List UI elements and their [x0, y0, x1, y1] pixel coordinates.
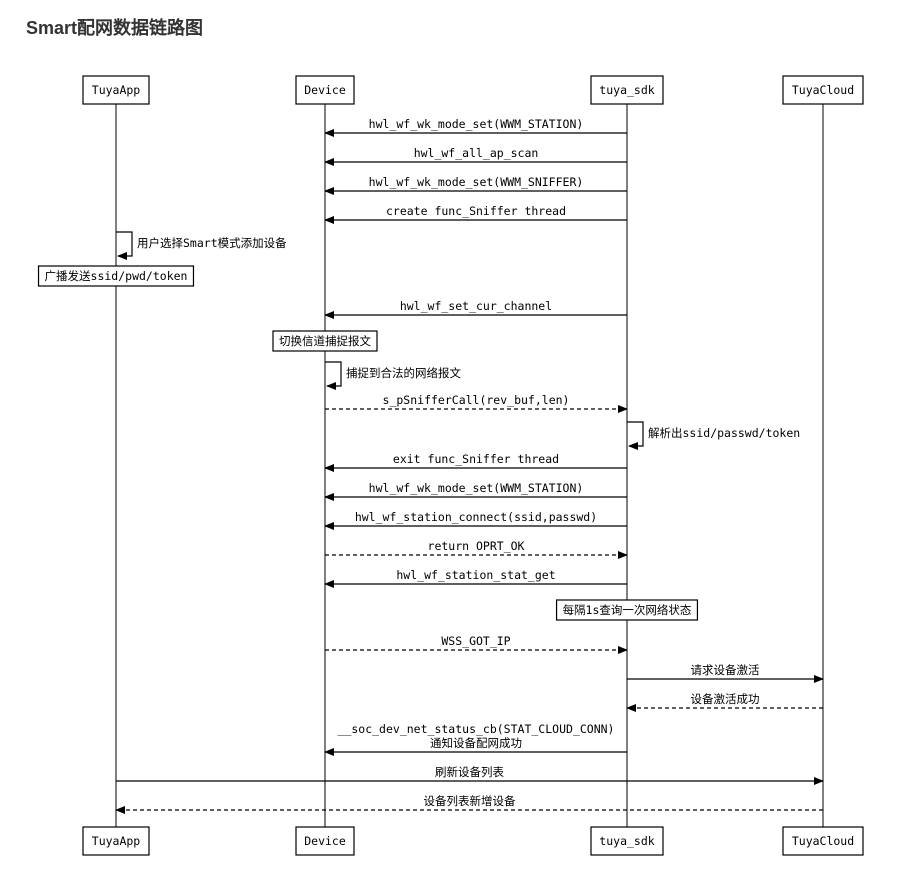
event-msg: WSS_GOT_IP	[325, 634, 628, 654]
event-msg: exit func_Sniffer thread	[324, 452, 627, 472]
message-label: create func_Sniffer thread	[386, 204, 566, 218]
event-msg: hwl_wf_wk_mode_set(WWM_STATION)	[324, 481, 627, 501]
event-note: 每隔1s查询一次网络状态	[555, 599, 699, 621]
participant-label: TuyaApp	[92, 834, 141, 848]
event-msg: hwl_wf_station_stat_get	[324, 568, 627, 588]
message-label: hwl_wf_wk_mode_set(WWM_SNIFFER)	[369, 175, 584, 189]
note-box	[555, 599, 699, 621]
note-text: 广播发送ssid/pwd/token	[45, 269, 188, 283]
note-box	[272, 330, 378, 352]
message-label: hwl_wf_all_ap_scan	[414, 146, 539, 160]
event-msg: 设备列表新增设备	[115, 794, 823, 814]
participant-label: TuyaApp	[92, 83, 141, 97]
participant-cloud-foot: TuyaCloud	[782, 826, 864, 856]
participant-label: TuyaCloud	[792, 83, 854, 97]
event-msg: hwl_wf_all_ap_scan	[324, 146, 627, 166]
message-label: 设备列表新增设备	[424, 794, 516, 808]
event-self: 用户选择Smart模式添加设备	[116, 231, 287, 260]
message-label: WSS_GOT_IP	[441, 634, 510, 648]
self-message-label: 捕捉到合法的网络报文	[346, 366, 461, 380]
event-msg: hwl_wf_set_cur_channel	[324, 299, 627, 319]
event-msg: create func_Sniffer thread	[324, 204, 627, 224]
participant-label: Device	[304, 834, 346, 848]
participant-label: TuyaCloud	[792, 834, 854, 848]
message-label: hwl_wf_station_connect(ssid,passwd)	[355, 510, 597, 524]
message-label: __soc_dev_net_status_cb(STAT_CLOUD_CONN)	[338, 722, 615, 736]
participant-dev-head: Device	[295, 75, 355, 105]
event-msg: hwl_wf_station_connect(ssid,passwd)	[324, 510, 627, 530]
participant-sdk-foot: tuya_sdk	[590, 826, 664, 856]
participant-sdk-head: tuya_sdk	[590, 75, 664, 105]
self-message-label: 解析出ssid/passwd/token	[648, 426, 800, 440]
participant-label: tuya_sdk	[599, 834, 654, 848]
event-msg: __soc_dev_net_status_cb(STAT_CLOUD_CONN)…	[324, 722, 627, 756]
message-label: 设备激活成功	[691, 692, 760, 706]
message-label: hwl_wf_set_cur_channel	[400, 299, 552, 313]
self-message-arrow	[627, 421, 644, 450]
event-msg: hwl_wf_wk_mode_set(WWM_SNIFFER)	[324, 175, 627, 195]
message-label: hwl_wf_wk_mode_set(WWM_STATION)	[369, 117, 584, 131]
message-label: hwl_wf_wk_mode_set(WWM_STATION)	[369, 481, 584, 495]
event-msg: 请求设备激活	[627, 663, 824, 683]
participant-app-head: TuyaApp	[82, 75, 150, 105]
message-label: s_pSnifferCall(rev_buf,len)	[383, 393, 570, 407]
self-message-label: 用户选择Smart模式添加设备	[137, 236, 287, 250]
participant-cloud-head: TuyaCloud	[782, 75, 864, 105]
participant-label: tuya_sdk	[599, 83, 654, 97]
message-label: return OPRT_OK	[428, 539, 525, 553]
event-msg: s_pSnifferCall(rev_buf,len)	[325, 393, 628, 413]
participant-label: Device	[304, 83, 346, 97]
participant-app-foot: TuyaApp	[82, 826, 150, 856]
event-self: 捕捉到合法的网络报文	[325, 361, 461, 390]
event-msg: hwl_wf_wk_mode_set(WWM_STATION)	[324, 117, 627, 137]
self-message-arrow	[325, 361, 342, 390]
message-label: 请求设备激活	[691, 663, 760, 677]
message-label: 通知设备配网成功	[430, 736, 522, 750]
page-title: Smart配网数据链路图	[26, 18, 204, 38]
self-message-arrow	[116, 231, 133, 260]
note-text: 每隔1s查询一次网络状态	[563, 603, 692, 617]
event-note: 广播发送ssid/pwd/token	[37, 265, 195, 287]
message-label: exit func_Sniffer thread	[393, 452, 559, 466]
message-label: 刷新设备列表	[435, 765, 504, 779]
participant-dev-foot: Device	[295, 826, 355, 856]
event-note: 切换信道捕捉报文	[272, 330, 378, 352]
event-msg: return OPRT_OK	[325, 539, 628, 559]
message-label: hwl_wf_station_stat_get	[396, 568, 555, 582]
note-text: 切换信道捕捉报文	[279, 334, 371, 348]
event-msg: 设备激活成功	[626, 692, 823, 712]
event-msg: 刷新设备列表	[116, 765, 824, 785]
event-self: 解析出ssid/passwd/token	[627, 421, 800, 450]
note-box	[37, 265, 195, 287]
